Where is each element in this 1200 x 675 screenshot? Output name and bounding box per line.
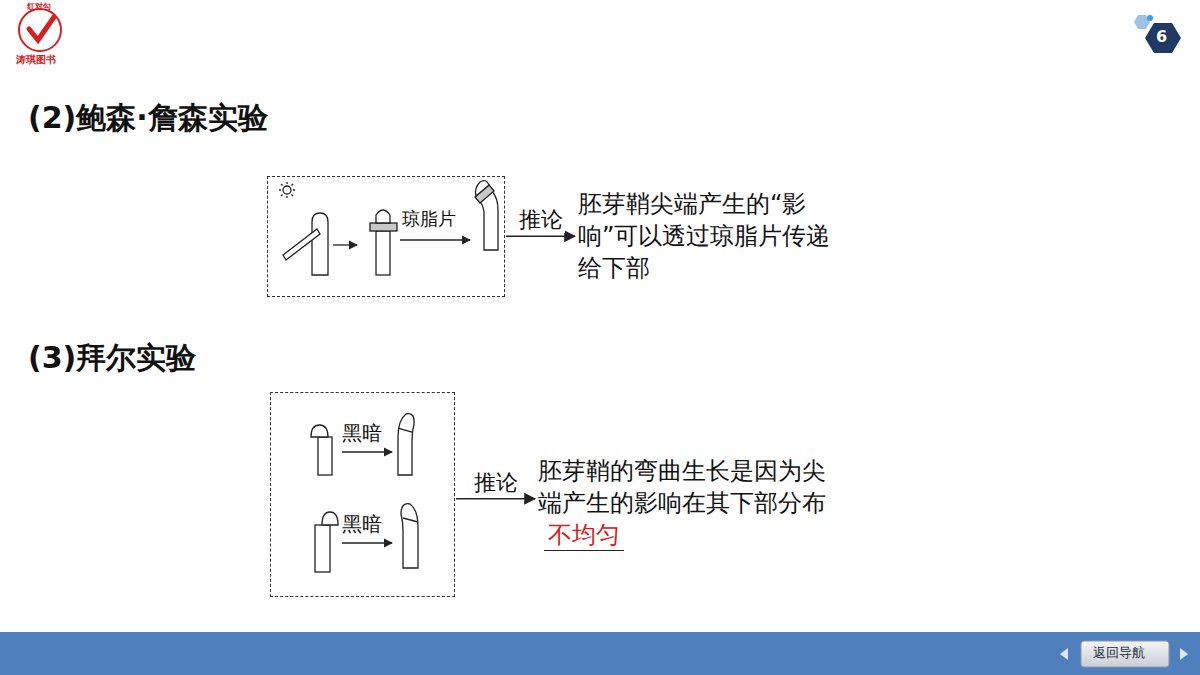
inference-arrow xyxy=(506,236,575,238)
step-label: 琼脂片 xyxy=(402,208,456,230)
logo-text: 红对勾 xyxy=(27,2,51,12)
paal-figure xyxy=(311,414,418,572)
step-label: 黑暗 xyxy=(342,512,382,536)
experiment-box: 琼脂片 xyxy=(267,176,505,297)
experiment-box: 黑暗黑暗 xyxy=(270,392,455,597)
section-heading: (3)拜尔实验 xyxy=(28,338,196,377)
page-badge xyxy=(1134,15,1181,53)
conclusion-text: 胚芽鞘尖端产生的“影响”可以透过琼脂片传递给下部 xyxy=(578,188,840,284)
publisher-name: 涛琪图书 xyxy=(16,53,56,66)
edge-label: 推论 xyxy=(517,207,565,233)
conclusion-text: 胚芽鞘的弯曲生长是因为尖端产生的影响在其下部分布不均匀 xyxy=(538,455,840,551)
inference-arrow xyxy=(456,498,535,500)
boysen-jensen-figure xyxy=(279,181,498,275)
nav-button-text: 返回导航 xyxy=(1093,644,1145,661)
paragraph: 胚芽鞘的弯曲生长是因为尖端产生的影响在其下部分布不均匀 xyxy=(538,455,840,551)
answer-blank: 不均匀 xyxy=(544,520,624,551)
prev-arrow xyxy=(1060,648,1068,660)
next-arrow xyxy=(1180,648,1188,660)
section-heading: (2)鲍森·詹森实验 xyxy=(28,98,268,137)
page-number: 6 xyxy=(1156,26,1167,47)
conclusion-text: 胚芽鞘尖端产生的“影响”可以透过琼脂片传递给下部 xyxy=(578,188,840,284)
nav-button xyxy=(1081,641,1169,667)
edge-label: 推论 xyxy=(472,470,520,496)
logo xyxy=(19,9,61,51)
conclusion-text: 胚芽鞘的弯曲生长是因为尖端产生的影响在其下部分布 xyxy=(538,457,826,517)
footer-bar xyxy=(0,632,1200,675)
step-label: 黑暗 xyxy=(342,421,382,445)
